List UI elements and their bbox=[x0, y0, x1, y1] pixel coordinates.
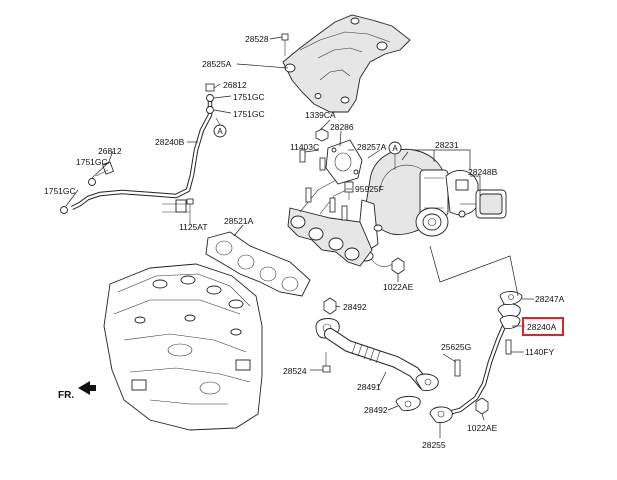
label-28257a: 28257A bbox=[357, 142, 387, 152]
circle-callout-a-right: A bbox=[388, 141, 402, 170]
label-28492-b: 28492 bbox=[364, 405, 388, 415]
flange-28255[interactable] bbox=[429, 406, 453, 423]
nut-1022ae-bottom[interactable] bbox=[475, 397, 489, 415]
label-28525a: 28525A bbox=[202, 59, 232, 69]
label-28247a: 28247A bbox=[535, 294, 565, 304]
manifold-studs bbox=[305, 187, 348, 221]
oil-return-pipe-28491[interactable] bbox=[324, 328, 430, 390]
oil-feed-pipe-28240b[interactable] bbox=[70, 100, 213, 213]
label-1751gc-d: 1751GC bbox=[44, 186, 76, 196]
label-28524: 28524 bbox=[283, 366, 307, 376]
label-95925f: 95925F bbox=[355, 184, 384, 194]
bolt-1125at[interactable] bbox=[186, 198, 194, 222]
stud-25625g[interactable] bbox=[454, 359, 461, 377]
front-label: FR. bbox=[58, 390, 74, 401]
label-28255: 28255 bbox=[422, 440, 446, 450]
label-28492-a: 28492 bbox=[343, 302, 367, 312]
label-11403c: 11403C bbox=[290, 142, 319, 152]
exhaust-manifold[interactable] bbox=[287, 179, 373, 267]
engine-block[interactable] bbox=[103, 263, 263, 431]
label-1140fy: 1140FY bbox=[525, 347, 554, 357]
turbocharger-28231[interactable] bbox=[357, 148, 479, 267]
highlight-box-28240a bbox=[522, 317, 564, 336]
gasket-28492-bottom[interactable] bbox=[395, 395, 421, 411]
label-1751gc-a: 1751GC bbox=[233, 92, 265, 102]
bolt-28524[interactable] bbox=[322, 352, 331, 373]
label-1751gc-c: 1751GC bbox=[76, 157, 108, 167]
bolt-28528[interactable] bbox=[281, 33, 289, 56]
callout-a-left-text: A bbox=[217, 127, 223, 136]
wastegate-actuator-28248b[interactable] bbox=[455, 179, 507, 219]
label-28521a: 28521A bbox=[224, 216, 254, 226]
label-28231: 28231 bbox=[435, 140, 459, 150]
label-1339ca: 1339CA bbox=[305, 110, 336, 120]
label-1125at: 1125AT bbox=[179, 222, 208, 232]
circle-callout-a-left: A bbox=[213, 117, 227, 138]
eye-bolt-26812-top[interactable] bbox=[205, 83, 215, 114]
label-25625g: 25625G bbox=[441, 342, 471, 352]
callout-a-right-text: A bbox=[392, 144, 398, 153]
label-1751gc-b: 1751GC bbox=[233, 109, 265, 119]
oil-return-pipe-28240a[interactable] bbox=[443, 303, 521, 417]
heat-shield-28525a[interactable] bbox=[282, 14, 411, 113]
stud-11403c[interactable] bbox=[299, 149, 326, 171]
label-26812-left: 26812 bbox=[98, 146, 122, 156]
manifold-gasket-28521a[interactable] bbox=[205, 231, 311, 297]
eye-bolt-26812-left[interactable] bbox=[60, 161, 114, 214]
nut-1022ae-top[interactable] bbox=[391, 257, 405, 275]
label-28248b: 28248B bbox=[468, 167, 498, 177]
label-28286: 28286 bbox=[330, 122, 354, 132]
label-28240a: 28240A bbox=[527, 322, 557, 332]
label-1022ae-a: 1022AE bbox=[383, 282, 414, 292]
bolt-1140fy[interactable] bbox=[505, 339, 512, 355]
label-26812-top: 26812 bbox=[223, 80, 247, 90]
front-arrow-icon bbox=[78, 381, 96, 395]
label-1022ae-b: 1022AE bbox=[467, 423, 498, 433]
label-28240b: 28240B bbox=[155, 137, 185, 147]
sensor-95925f[interactable] bbox=[344, 181, 354, 200]
nut-28492-a[interactable] bbox=[323, 297, 337, 315]
flange-28491-end[interactable] bbox=[415, 373, 439, 391]
label-28491: 28491 bbox=[357, 382, 381, 392]
gasket-28247a[interactable] bbox=[499, 291, 523, 305]
label-28528: 28528 bbox=[245, 34, 269, 44]
nut-1339ca[interactable] bbox=[315, 128, 329, 142]
gasket-28286[interactable] bbox=[325, 139, 363, 185]
